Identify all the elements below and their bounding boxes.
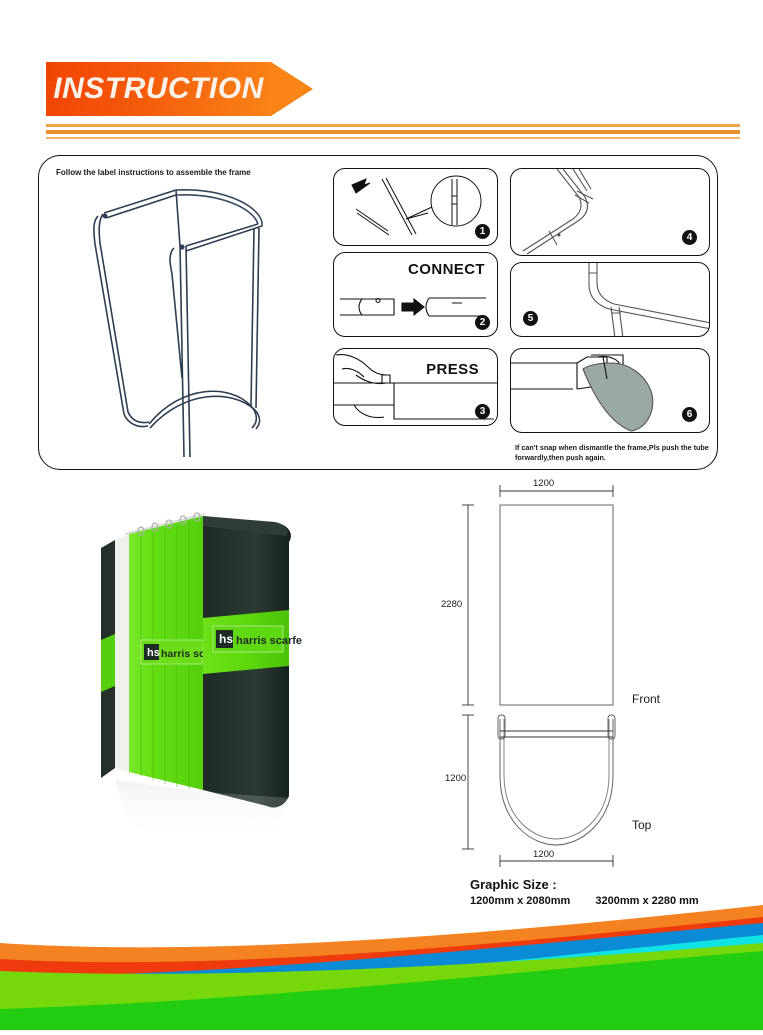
footer-ribbon-svg xyxy=(0,905,763,1030)
svg-text:harris scarfe: harris scarfe xyxy=(236,635,302,647)
graphic-size-value-2: 3200mm x 2280 mm xyxy=(595,895,699,907)
step-1-illustration xyxy=(351,175,482,236)
step-2-illustration xyxy=(340,297,486,317)
step-panel-3: PRESS 3 xyxy=(333,348,498,426)
product-photo: hs harris scarfe hs harris scarfe xyxy=(85,490,330,880)
step-badge-4: 4 xyxy=(682,230,697,245)
graphic-size-title: Graphic Size : xyxy=(470,877,557,892)
top-depth-label: 1200 xyxy=(445,773,467,784)
step-badge-2: 2 xyxy=(475,315,490,330)
assemble-note: Follow the label instructions to assembl… xyxy=(56,168,251,177)
header-stripe-2 xyxy=(46,130,740,134)
graphic-size-values: 1200mm x 2080mm 3200mm x 2280 mm xyxy=(470,895,721,907)
dimension-svg xyxy=(462,485,616,867)
front-view-label: Front xyxy=(632,692,661,706)
step-panel-6: 6 xyxy=(510,348,710,433)
svg-text:hs: hs xyxy=(219,632,233,646)
step-6-illustration xyxy=(511,354,654,432)
header-stripe-1 xyxy=(46,124,740,127)
step-panel-2: CONNECT 2 xyxy=(333,252,498,337)
dimension-drawings: 1200 2280 1200 1200 Front Top xyxy=(440,475,730,895)
step-3-word: PRESS xyxy=(426,361,479,378)
top-view-label: Top xyxy=(632,818,652,832)
banner-body xyxy=(46,62,271,116)
step-5-illustration xyxy=(588,263,709,336)
changing-room-render: hs harris scarfe hs harris scarfe xyxy=(101,512,302,842)
banner-arrow-icon xyxy=(271,62,313,116)
graphic-size-block: Graphic Size : 1200mm x 2080mm 3200mm x … xyxy=(470,877,721,907)
header-stripe-3 xyxy=(46,137,740,139)
frame-wireframe-diagram xyxy=(93,189,263,458)
dismantle-note: If can't snap when dismantle the frame,P… xyxy=(515,443,709,462)
footer-ribbons xyxy=(0,905,763,1030)
step-3-illustration xyxy=(334,354,497,420)
page-title: INSTRUCTION xyxy=(53,72,264,105)
instruction-banner: INSTRUCTION xyxy=(46,62,313,116)
step-panel-4: 4 xyxy=(510,168,710,256)
step-badge-6: 6 xyxy=(682,407,697,422)
step-badge-5: 5 xyxy=(523,311,538,326)
svg-text:hs: hs xyxy=(147,647,160,659)
step-2-word: CONNECT xyxy=(408,261,485,278)
step-4-illustration xyxy=(522,169,594,255)
front-height-label: 2280 xyxy=(441,599,463,610)
step-panel-5: 5 xyxy=(510,262,710,337)
graphic-size-value-1: 1200mm x 2080mm xyxy=(470,895,571,907)
front-width-label: 1200 xyxy=(533,478,555,489)
step-panel-1: 1 xyxy=(333,168,498,246)
step-badge-3: 3 xyxy=(475,404,490,419)
top-width-label: 1200 xyxy=(533,849,555,860)
step-badge-1: 1 xyxy=(475,224,490,239)
